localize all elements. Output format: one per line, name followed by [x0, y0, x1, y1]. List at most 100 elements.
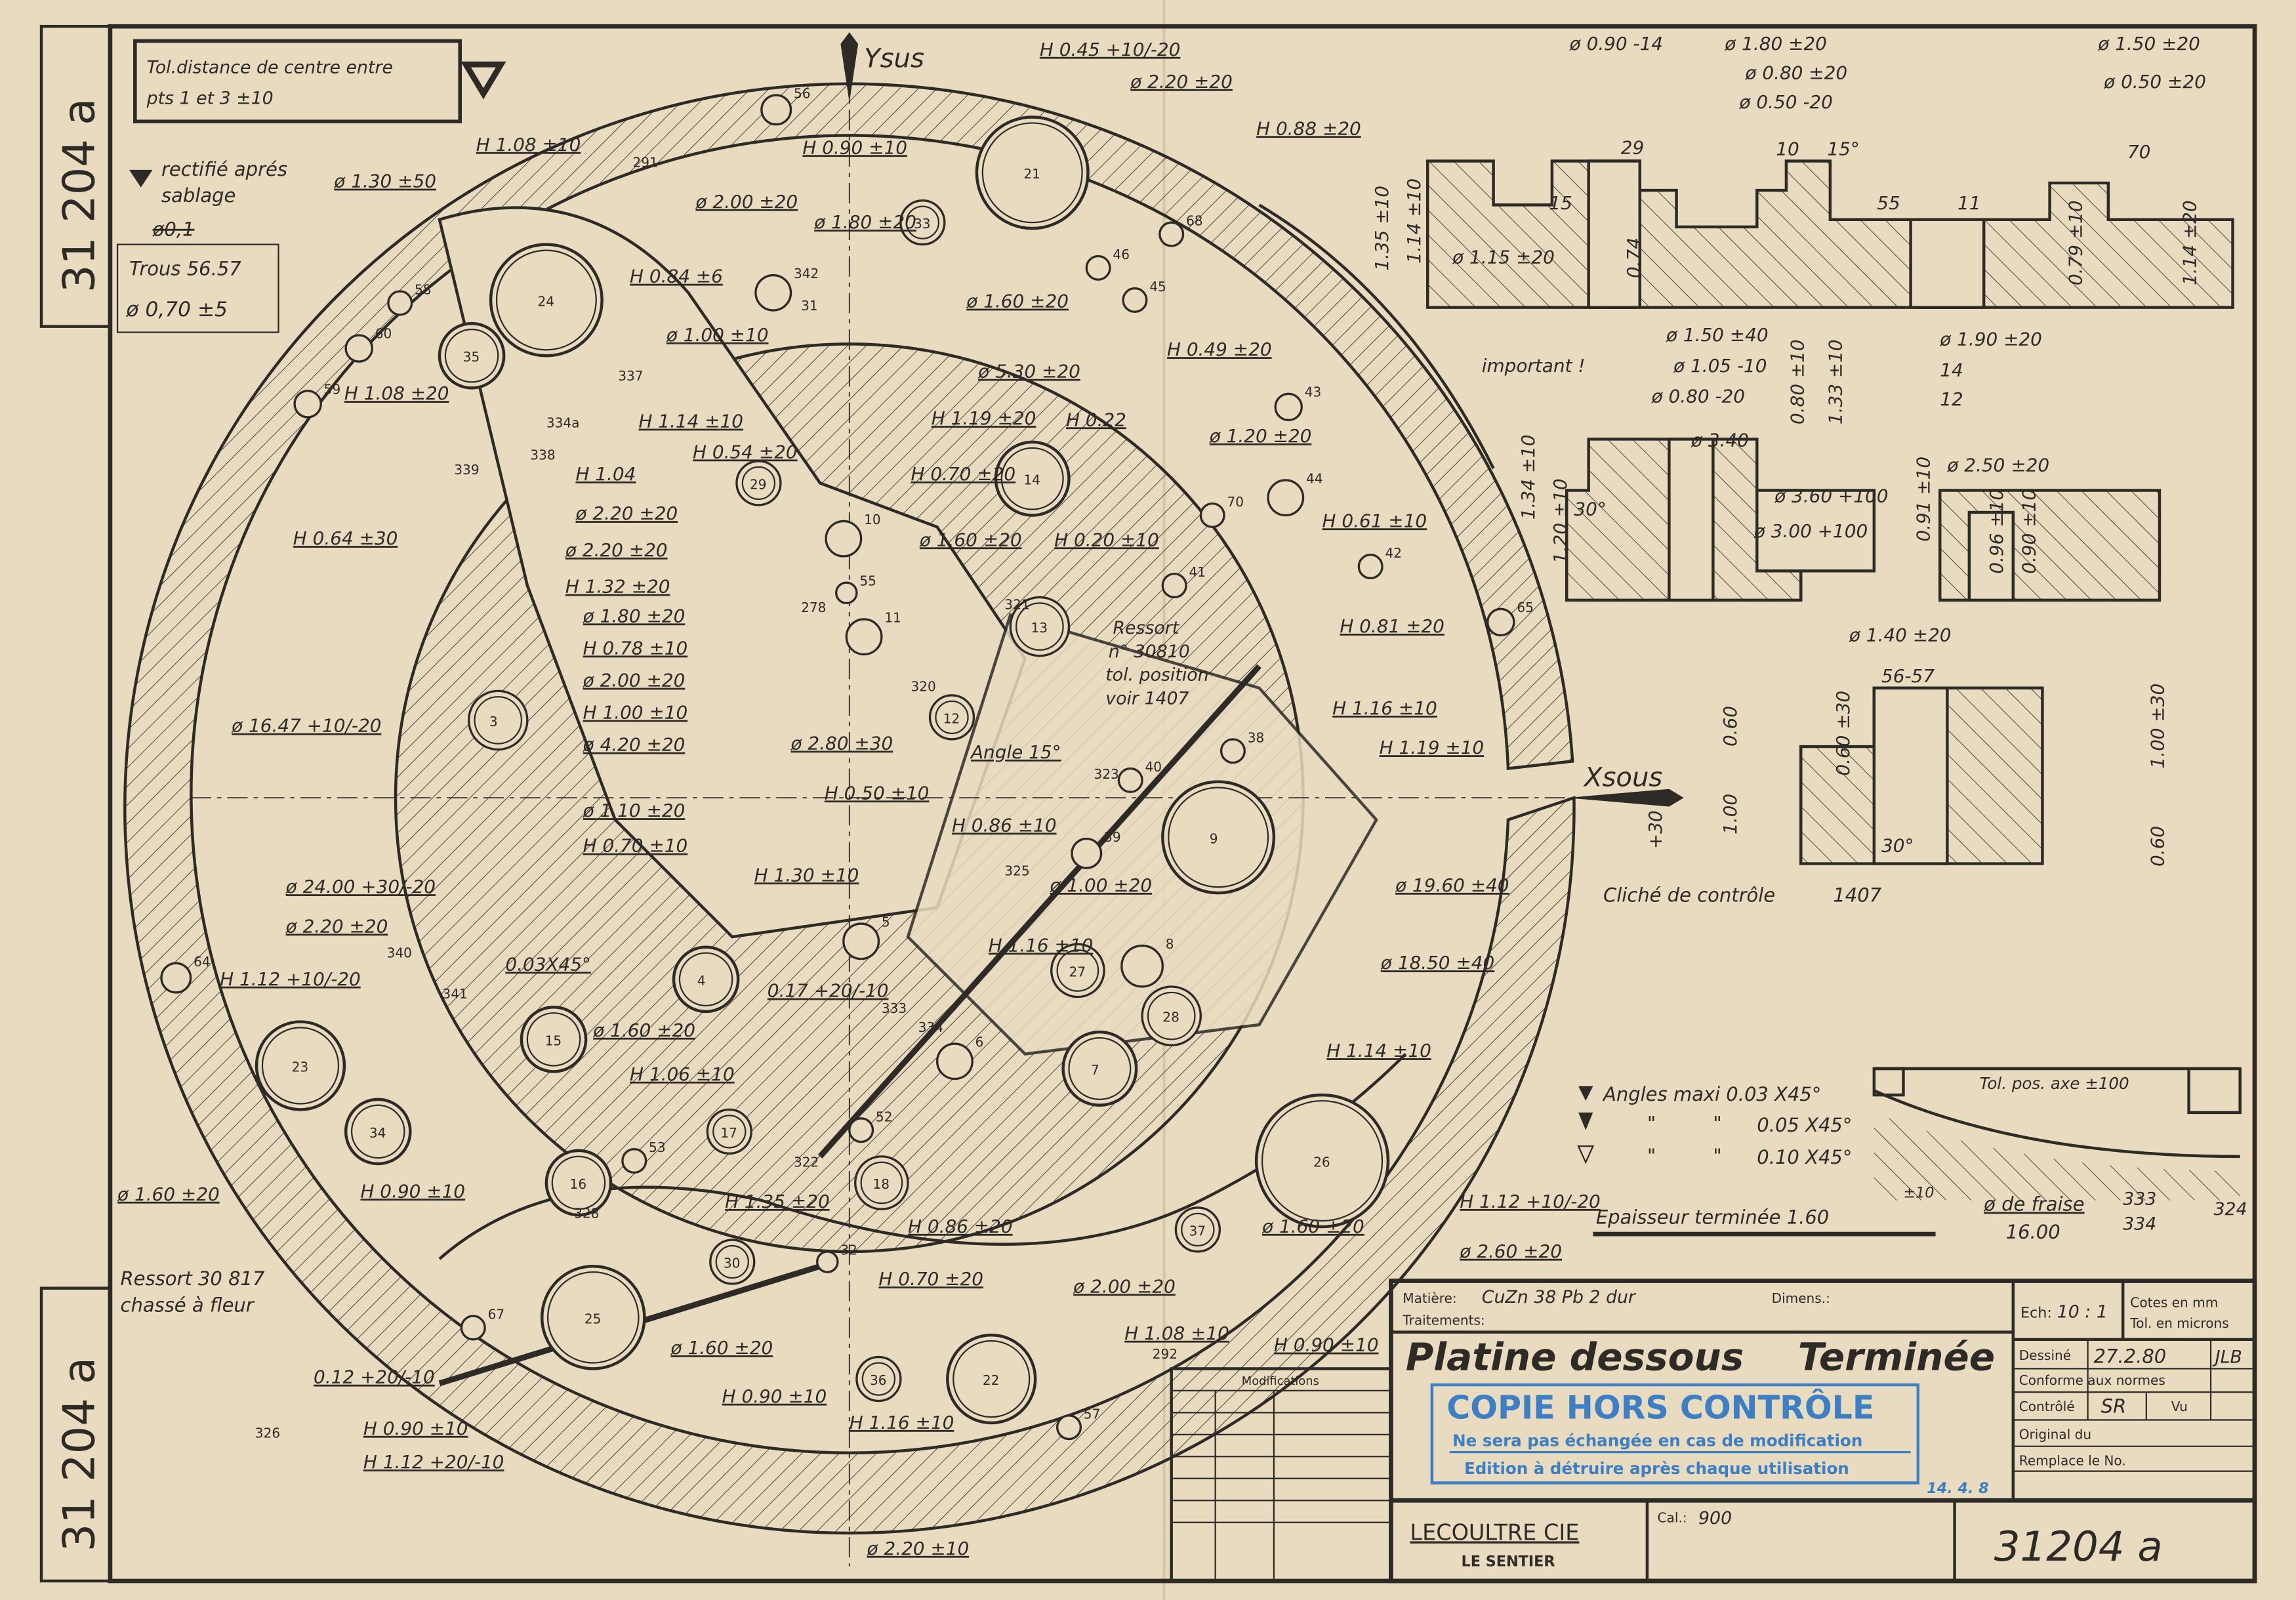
dimension-callout: H 0.61 ±10 — [1322, 510, 1427, 531]
section-dimension: ø 3.40 — [1691, 430, 1749, 451]
dimension-callout: H 1.12 +10/-20 — [220, 968, 360, 990]
section-dimension: 0.96 ±10 — [1986, 489, 2007, 574]
hole-number: 11 — [884, 609, 901, 625]
company-location: LE SENTIER — [1462, 1553, 1555, 1570]
hole-number: 52 — [876, 1109, 893, 1124]
dimension-callout: ø 19.60 ±40 — [1395, 874, 1509, 896]
hole-circle — [1061, 1030, 1138, 1107]
hole-number: 322 — [794, 1154, 819, 1170]
hole-circle — [1050, 943, 1105, 998]
hole-inner-circle — [715, 1244, 749, 1279]
hole-circle — [975, 115, 1090, 230]
vu-label: Vu — [2171, 1399, 2188, 1414]
hole-circle — [994, 440, 1071, 517]
hole-inner-circle — [861, 1362, 896, 1396]
drawing-title-line2: Terminée — [1798, 1335, 1995, 1380]
cliche-number: 1407 — [1833, 884, 1881, 907]
section-dimension: 55 — [1877, 192, 1900, 214]
hole-number: 291 — [633, 154, 658, 170]
hole-circle — [842, 922, 880, 960]
legend-row1: Angles maxi 0.03 X45° — [1602, 1083, 1821, 1105]
hole-circle — [835, 581, 858, 605]
hole-number: 334 — [918, 1019, 943, 1035]
spring-note-2-line1: Ressort 30 817 — [121, 1267, 265, 1290]
hole-inner-circle — [953, 1340, 1031, 1418]
x-axis-arrow — [1567, 789, 1684, 807]
dimension-callout: ø 18.50 ±40 — [1380, 952, 1494, 974]
hole-inner-circle — [350, 1104, 405, 1159]
dimension-callout: ø 1.00 ±20 — [1049, 874, 1152, 896]
dimension-callout: ø 2.00 ±20 — [1073, 1275, 1176, 1297]
dimension-callout: H 1.04 — [575, 463, 636, 485]
hole-number: 37 — [1189, 1223, 1206, 1239]
hole-inner-circle — [546, 1271, 640, 1364]
dimension-callout: H 0.45 +10/-20 — [1040, 39, 1181, 60]
section-dimension: 70 — [2127, 141, 2150, 163]
matiere-value: CuZn 38 Pb 2 dur — [1482, 1287, 1637, 1307]
dimension-callout: ø 2.20 ±20 — [575, 503, 678, 524]
ref-324: 324 — [2214, 1199, 2247, 1220]
hole-number: 340 — [387, 945, 412, 960]
remplace-label: Remplace le No. — [2019, 1453, 2126, 1469]
section-dimension: ø 3.00 +100 — [1753, 520, 1868, 542]
hole-number: 328 — [574, 1206, 599, 1221]
chamfer-003-icon — [1578, 1086, 1593, 1101]
hole-circle — [760, 94, 792, 126]
title-block-number: 31204 a — [1994, 1523, 2163, 1570]
hole-inner-circle — [1056, 949, 1099, 992]
section-dimension: 0.90 ±10 — [2018, 489, 2040, 574]
dimension-callout: H 0.54 ±20 — [693, 441, 798, 462]
dimension-callout: H 0.88 ±20 — [1256, 117, 1361, 139]
dimension-callout: H 1.14 ±10 — [1326, 1040, 1431, 1061]
dimens-label: Dimens.: — [1772, 1290, 1830, 1306]
hole-number: 4 — [697, 973, 706, 989]
hole-circle — [1141, 985, 1202, 1046]
hole-circle — [825, 520, 863, 558]
hole-number: 17 — [720, 1125, 737, 1141]
hole-circle — [1158, 221, 1185, 247]
dimension-callout: H 1.32 ±20 — [565, 576, 670, 598]
hole-inner-circle — [712, 1115, 747, 1149]
dimension-callout: H 0.20 ±10 — [1054, 529, 1159, 550]
hole-number: 321 — [1004, 596, 1029, 612]
ref-334: 334 — [2123, 1214, 2156, 1234]
dimension-callout: H 0.90 ±10 — [1274, 1334, 1379, 1356]
hole-number: 55 — [859, 573, 876, 589]
hole-inner-circle — [935, 700, 969, 735]
dessine-initials: JLB — [2212, 1347, 2242, 1368]
hole-number: 67 — [488, 1307, 505, 1323]
echelle-label: Ech: — [2020, 1304, 2052, 1321]
hole-number: 45 — [1149, 279, 1166, 295]
section-dimension: 1.34 ±10 — [1517, 434, 1539, 520]
hole-circle — [489, 243, 604, 358]
hole-inner-circle — [860, 1161, 903, 1204]
hole-circle — [1199, 502, 1225, 529]
hole-number: 30 — [724, 1255, 741, 1271]
hole-circle — [754, 274, 792, 312]
chamfer-010-icon — [1577, 1145, 1595, 1164]
hole-number: 326 — [255, 1425, 280, 1441]
legend-row2-value: 0.05 X45° — [1757, 1114, 1852, 1136]
hole-number: 334a — [546, 415, 580, 431]
section-dimension: 10 — [1776, 138, 1799, 160]
hole-number: 15 — [545, 1033, 562, 1048]
section-dimension: ø 1.15 ±20 — [1452, 247, 1555, 268]
section-dimension: 0.91 ±10 — [1913, 457, 1935, 542]
hole-circle — [946, 1333, 1037, 1425]
hole-circle — [1085, 255, 1111, 281]
hole-circle — [160, 962, 192, 994]
trous-note-line1: Trous 56.57 — [129, 258, 241, 280]
hole-number: 35 — [463, 349, 480, 365]
hole-number: 26 — [1313, 1154, 1330, 1170]
hole-number: 27 — [1069, 964, 1086, 979]
dimension-callout: H 0.84 ±6 — [630, 266, 723, 287]
hole-number: 56 — [794, 86, 811, 102]
y-axis-label: Ysus — [864, 44, 924, 74]
dimension-callout: H 1.14 ±10 — [638, 411, 743, 432]
hole-inner-circle — [526, 1012, 581, 1067]
hole-number: 9 — [1210, 831, 1218, 846]
section-dimension: ø 1.50 ±40 — [1666, 324, 1769, 346]
section-dimension: +30 — [1645, 810, 1666, 849]
